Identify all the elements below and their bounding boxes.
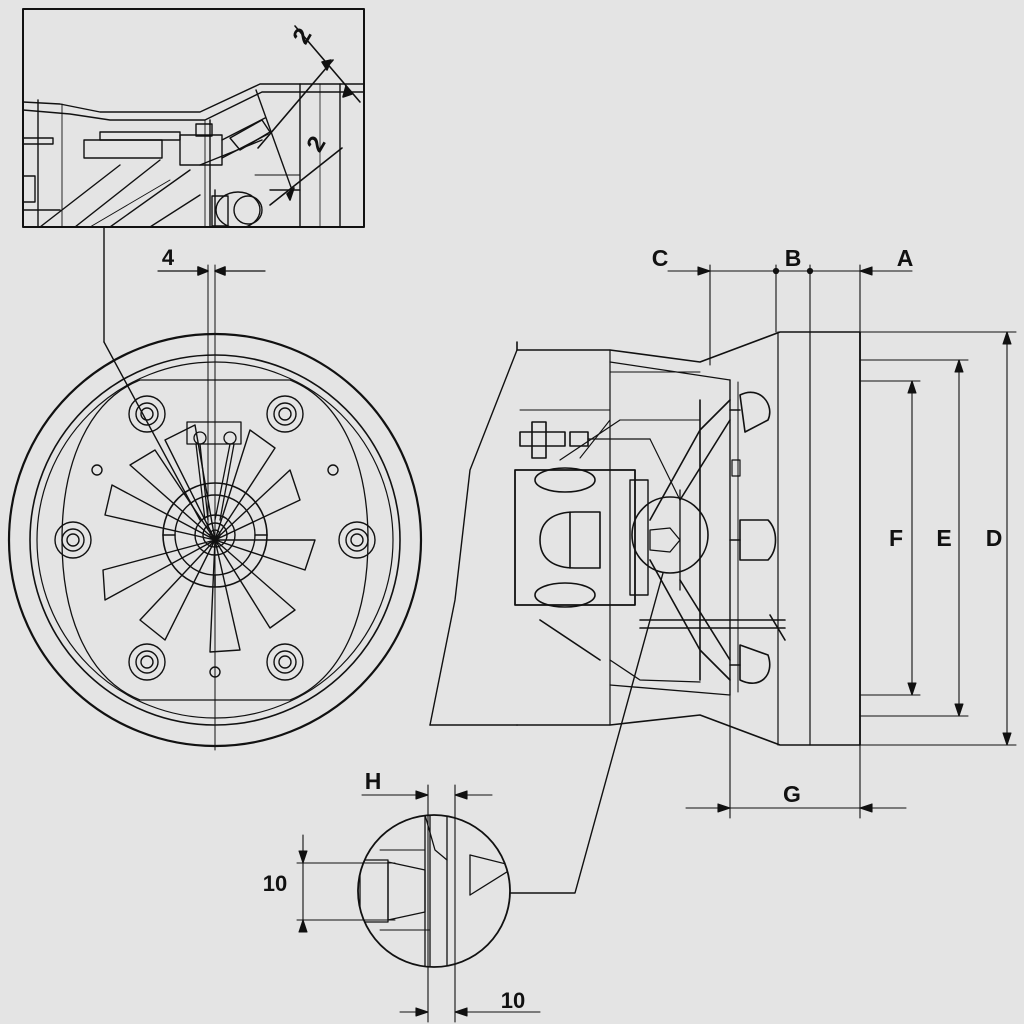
dim-label-offset: 4 <box>162 245 175 270</box>
inset-detail-top <box>22 8 365 228</box>
detail-bottom <box>296 784 541 1023</box>
side-view <box>429 331 861 746</box>
dim-label-inset-upper: 2 <box>287 24 317 49</box>
dim-label-f: F <box>889 525 903 551</box>
dim-label-a: A <box>897 245 914 271</box>
dim-label-detail-vertical: 10 <box>263 871 287 896</box>
dim-label-g: G <box>783 781 801 807</box>
dim-label-e: E <box>936 525 951 551</box>
dim-label-inset-lower: 2 <box>301 132 331 157</box>
dim-label-b: B <box>785 245 802 271</box>
dim-label-h: H <box>365 768 382 794</box>
dim-label-d: D <box>986 525 1003 551</box>
dim-label-c: C <box>652 245 669 271</box>
dim-label-detail-horizontal: 10 <box>501 988 525 1013</box>
front-view <box>7 264 423 751</box>
